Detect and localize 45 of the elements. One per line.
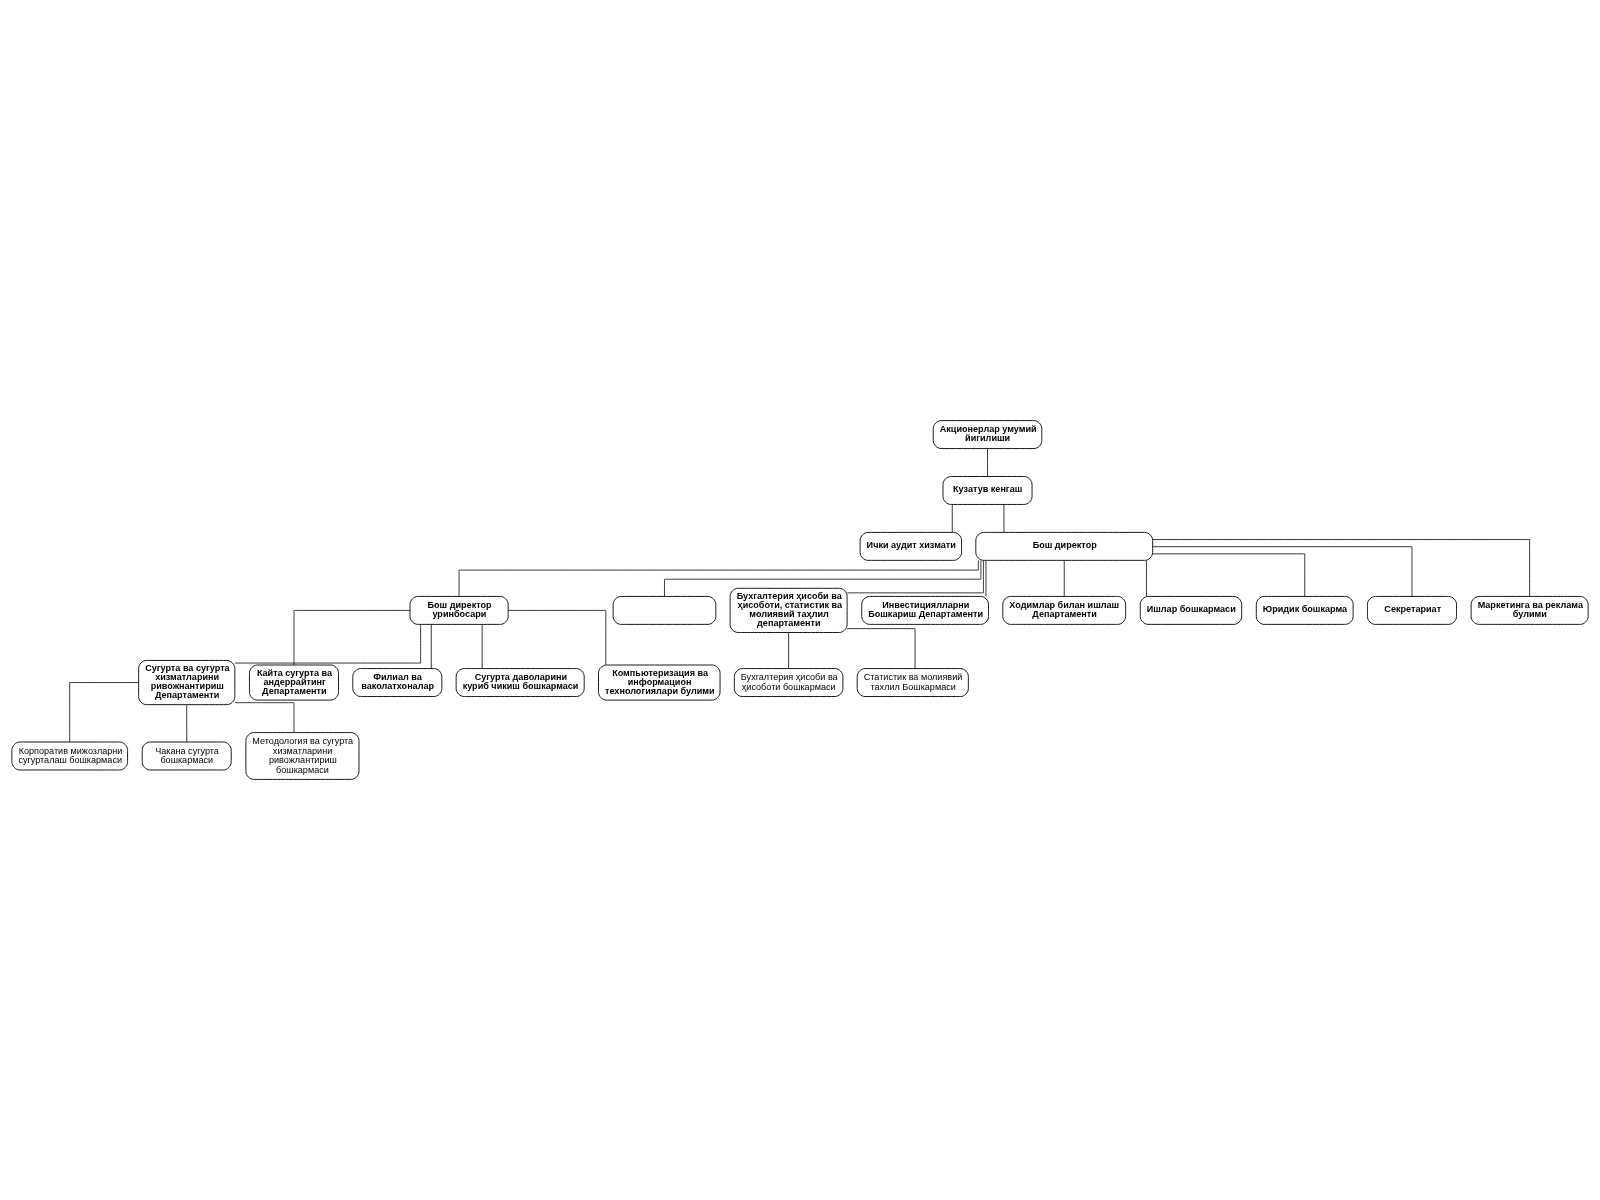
node-box: Бухгалтерия ҳисоби ва ҳисоботи бошкармаси [733,668,844,697]
connector [234,624,421,664]
connector [186,704,188,743]
node-box: Кайта сугурта ва андеррайтинг Департаменти [249,664,339,701]
node-box: Бухгалтерия ҳисоби ва ҳисоботи, статистик ва молиявий таҳлил департаменти [729,587,848,633]
connector [430,624,432,669]
connector [507,610,607,666]
connector [1152,553,1306,597]
node-box: Статистик ва молиявий тахлил Бошкармаси [856,668,969,697]
connector [1003,504,1005,533]
node-box: Секретариат [1367,595,1457,625]
node-box: Филиал ва ваколатхоналар [352,668,443,697]
connector [293,610,411,666]
node-box: Юридик бошкарма [1255,595,1354,625]
connector [985,560,987,597]
node-box: Кузатув кенгаш [942,476,1033,505]
node-box: Корпоратив мижозларни сугурталаш бошкармаси [11,741,129,771]
node-box: Ишлар бошкармаси [1139,595,1243,625]
node-box: Ички аудит хизмати [859,531,962,561]
node-box: Бош директор [975,531,1154,561]
node-box: Методология ва сугурта хизматларини ривожлантириш бошкармаси [245,732,360,780]
node-box [612,595,717,625]
node-box: Бош директор уринбосари [409,595,509,625]
connector [234,702,295,733]
connector [458,560,979,597]
connector [1063,560,1065,597]
node-box: Компьютеризация ва информацион технологиялари булими [598,664,721,701]
connector [951,504,953,533]
connector [1152,546,1413,597]
connector [481,624,483,669]
node-box: Сугурта даволарини куриб чикиш бошкармаси [455,668,585,697]
connector [69,682,139,743]
connector [846,628,916,669]
connector [788,632,789,669]
connector [1152,539,1531,597]
connector [664,560,982,597]
node-box: Сугурта ва сугурта хизматларини ривожнантириш Департаменти [138,660,236,706]
node-box: Маркетинга ва реклама булими [1470,595,1589,625]
node-box: Акционерлар умумий йигилиши [932,420,1043,449]
connector [987,448,988,477]
node-box: Ходимлар билан ишлаш Департаменти [1002,595,1127,625]
node-box: Чакана сугурта бошкармаси [141,741,232,771]
node-box: Инвестициялларни Бошкариш Департаменти [861,595,989,625]
connector [846,560,984,594]
connector [1146,560,1147,597]
